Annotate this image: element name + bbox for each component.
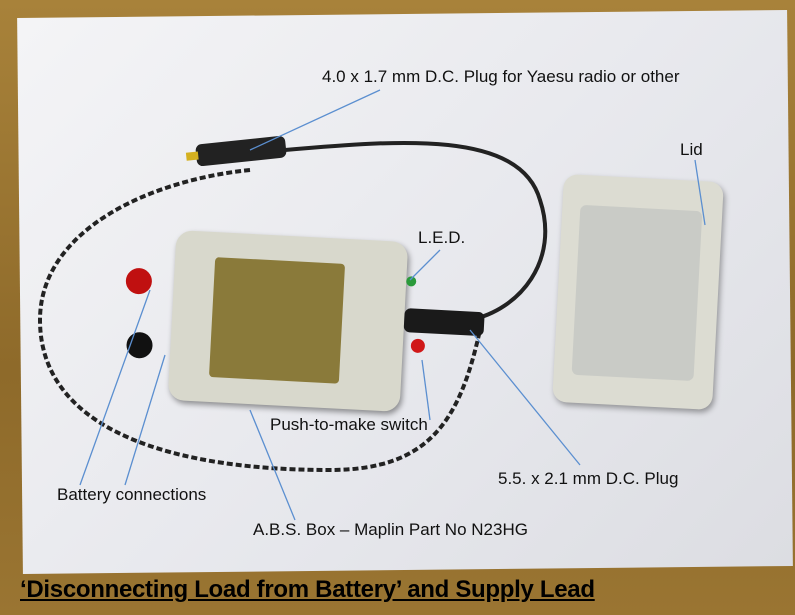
label-led: L.E.D. xyxy=(418,228,466,247)
caption-title: ‘Disconnecting Load from Battery’ and Su… xyxy=(20,576,595,603)
label-dc-plug-yaesu: 4.0 x 1.7 mm D.C. Plug for Yaesu radio o… xyxy=(322,67,680,86)
label-abs-box: A.B.S. Box – Maplin Part No N23HG xyxy=(253,520,528,539)
label-battery-connections: Battery connections xyxy=(57,485,207,504)
label-lid: Lid xyxy=(680,140,703,159)
label-push-switch: Push-to-make switch xyxy=(270,415,428,434)
label-dc-plug-55: 5.5. x 2.1 mm D.C. Plug xyxy=(498,469,679,488)
